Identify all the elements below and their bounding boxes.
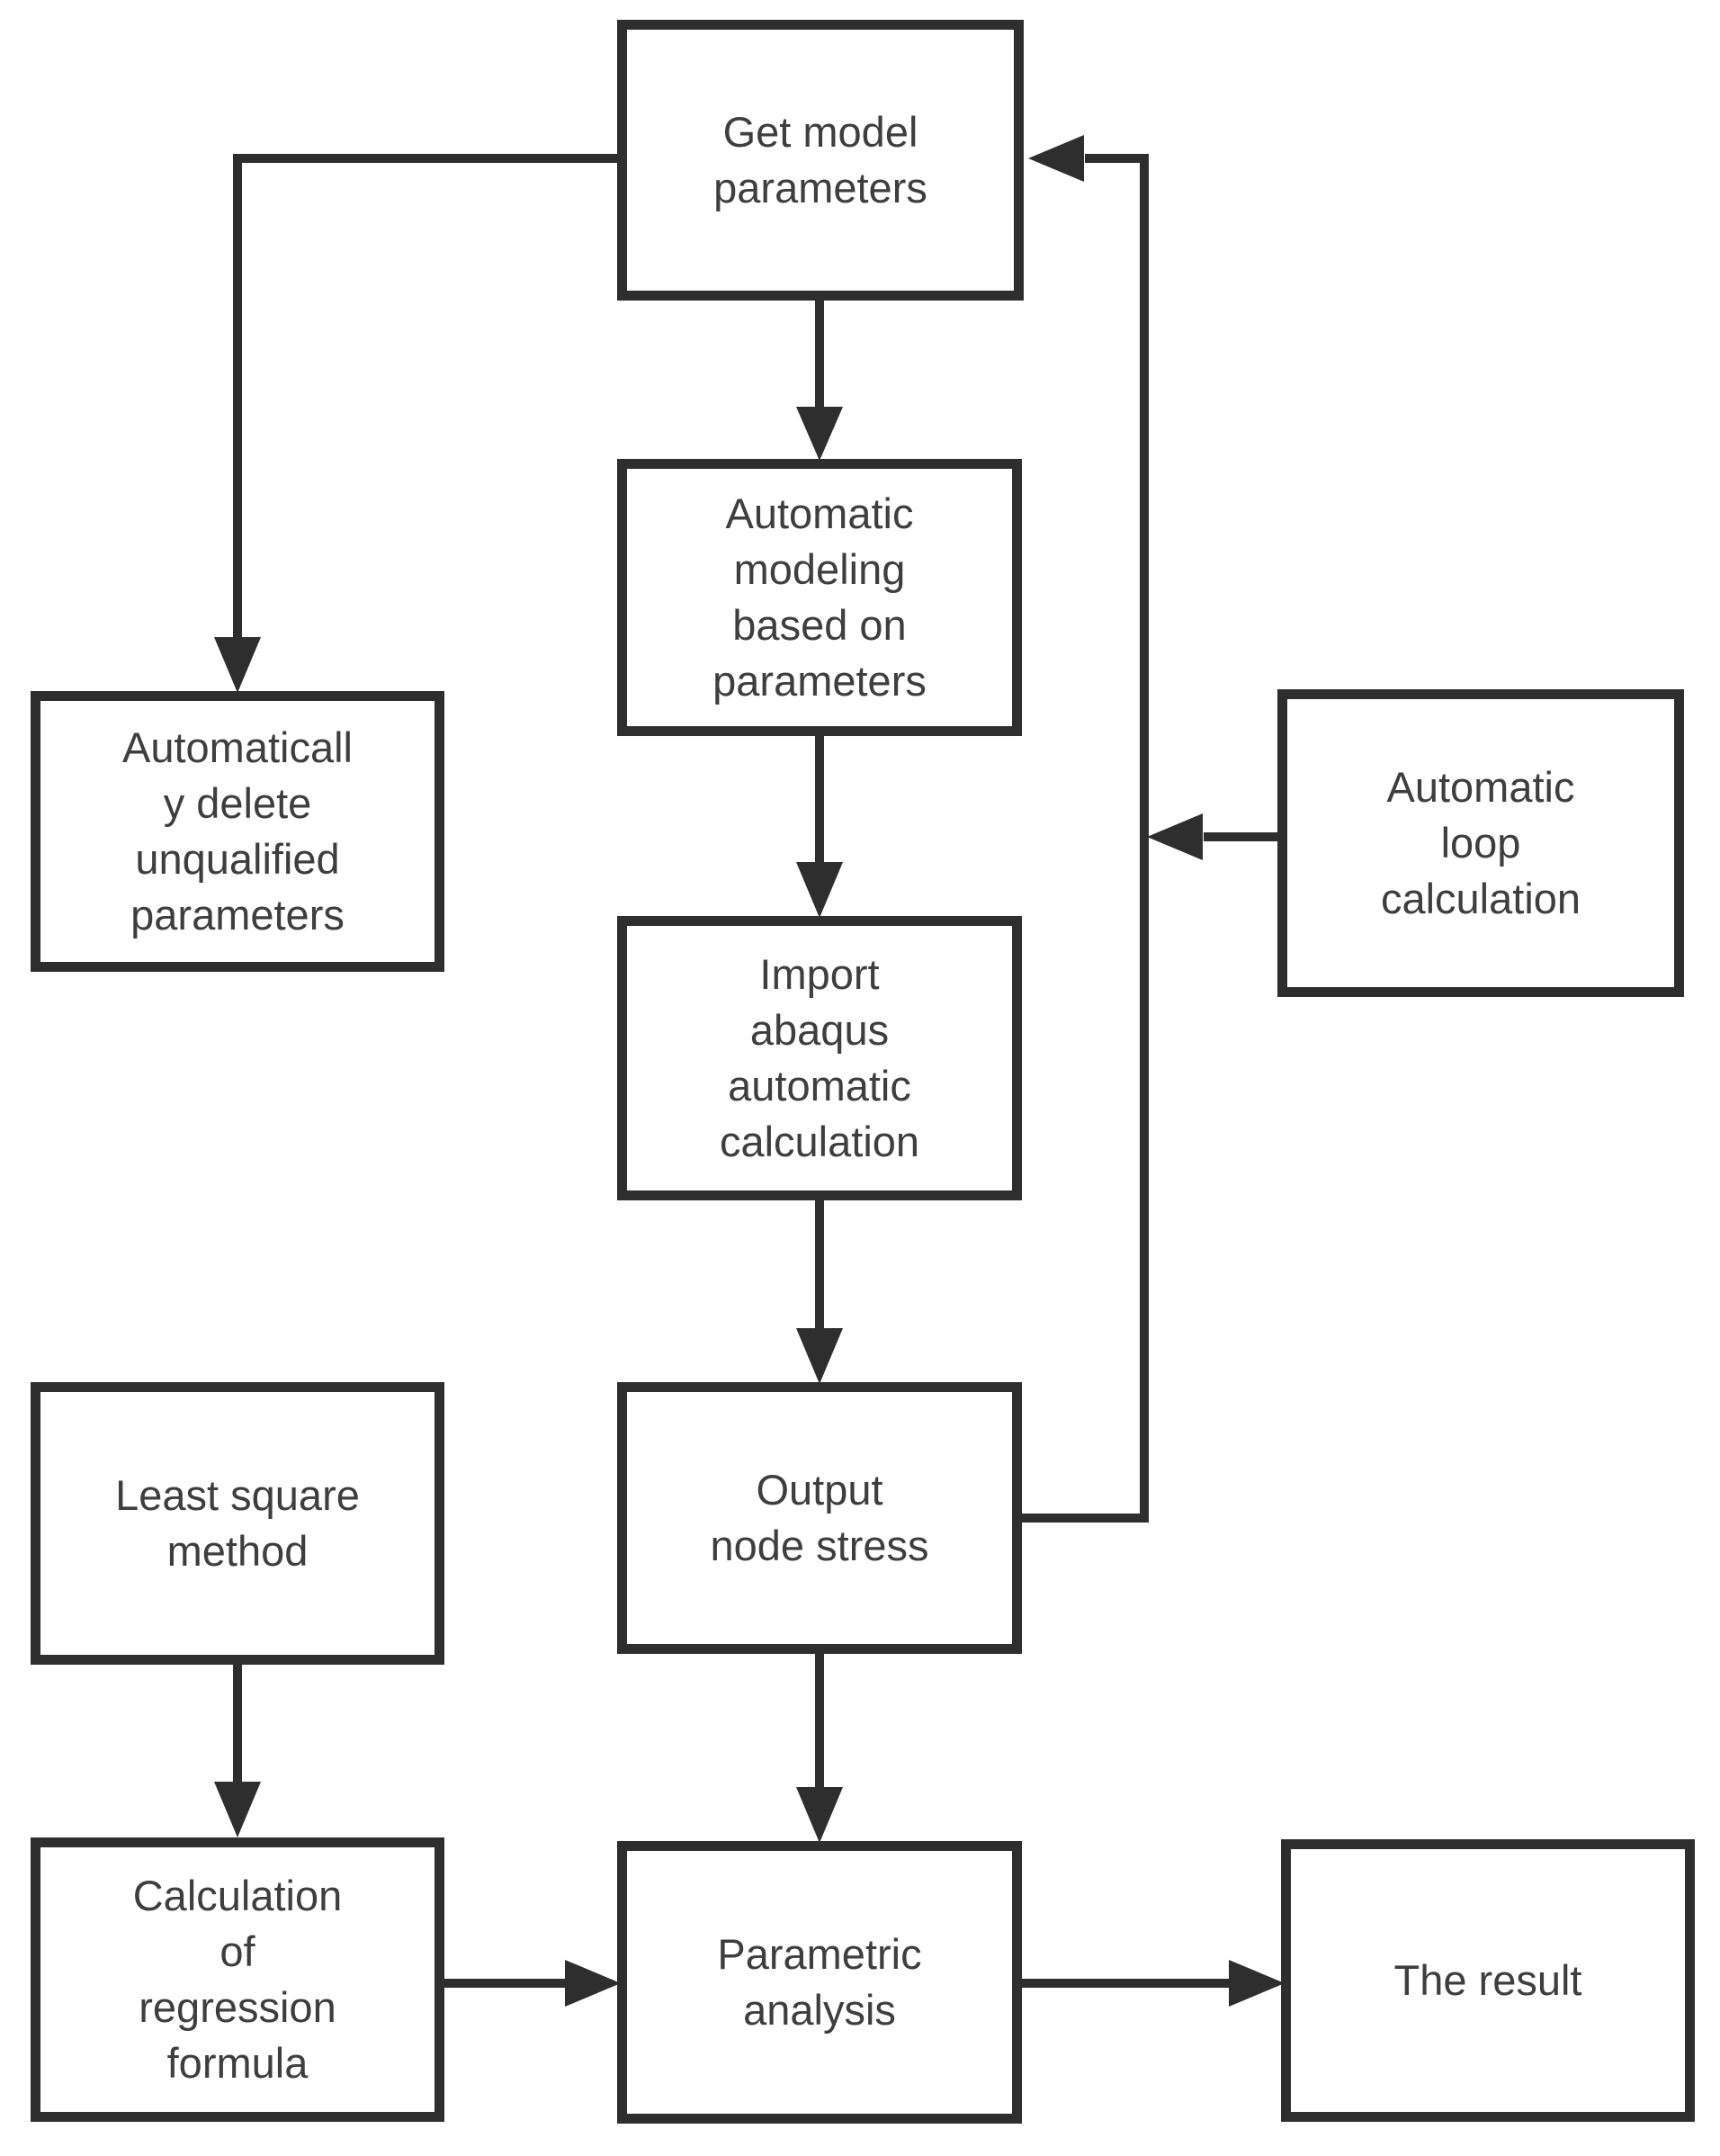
node-label: Get model parameters: [713, 107, 927, 211]
node-label: Output node stress: [710, 1465, 929, 1569]
edge-output-node-to-parametric: [796, 1654, 843, 1843]
node-get-model-parameters: Get model parameters: [617, 20, 1024, 301]
edge-parametric-to-the-result: [1022, 1960, 1285, 2007]
edge-auto-loop-to-loop-line: [1147, 813, 1277, 860]
node-label: The result: [1393, 1955, 1582, 2004]
node-output-node-stress: Output node stress: [617, 1382, 1022, 1654]
node-label: Automaticall y delete unqualified parame…: [122, 723, 353, 939]
node-the-result: The result: [1281, 1839, 1695, 2122]
node-parametric-analysis: Parametric analysis: [617, 1841, 1022, 2124]
node-automatic-modeling: Automatic modeling based on parameters: [617, 459, 1022, 736]
node-label: Import abaqus automatic calculation: [719, 949, 920, 1166]
node-least-square-method: Least square method: [31, 1382, 444, 1665]
edge-output-node-loop-to-get-model: [1022, 135, 1149, 1523]
node-label: Calculation of regression formula: [132, 1871, 343, 2088]
edge-import-abaqus-to-output-node: [796, 1200, 843, 1384]
node-calculation-of-regression-formula: Calculation of regression formula: [31, 1837, 444, 2122]
edge-least-square-to-calc-regression: [214, 1665, 261, 1837]
node-automatically-delete-unqualified: Automaticall y delete unqualified parame…: [31, 691, 444, 972]
edge-calc-regression-to-parametric: [444, 1960, 621, 2007]
edge-auto-modeling-to-import-abaqus: [796, 736, 843, 918]
node-label: Parametric analysis: [717, 1929, 922, 2034]
node-label: Least square method: [115, 1470, 360, 1575]
node-import-abaqus: Import abaqus automatic calculation: [617, 916, 1022, 1200]
node-automatic-loop-calculation: Automatic loop calculation: [1277, 689, 1684, 997]
edge-get-model-to-auto-delete: [214, 154, 617, 693]
edge-get-model-to-auto-modeling: [796, 301, 843, 461]
node-label: Automatic loop calculation: [1380, 762, 1581, 923]
node-label: Automatic modeling based on parameters: [712, 489, 927, 705]
